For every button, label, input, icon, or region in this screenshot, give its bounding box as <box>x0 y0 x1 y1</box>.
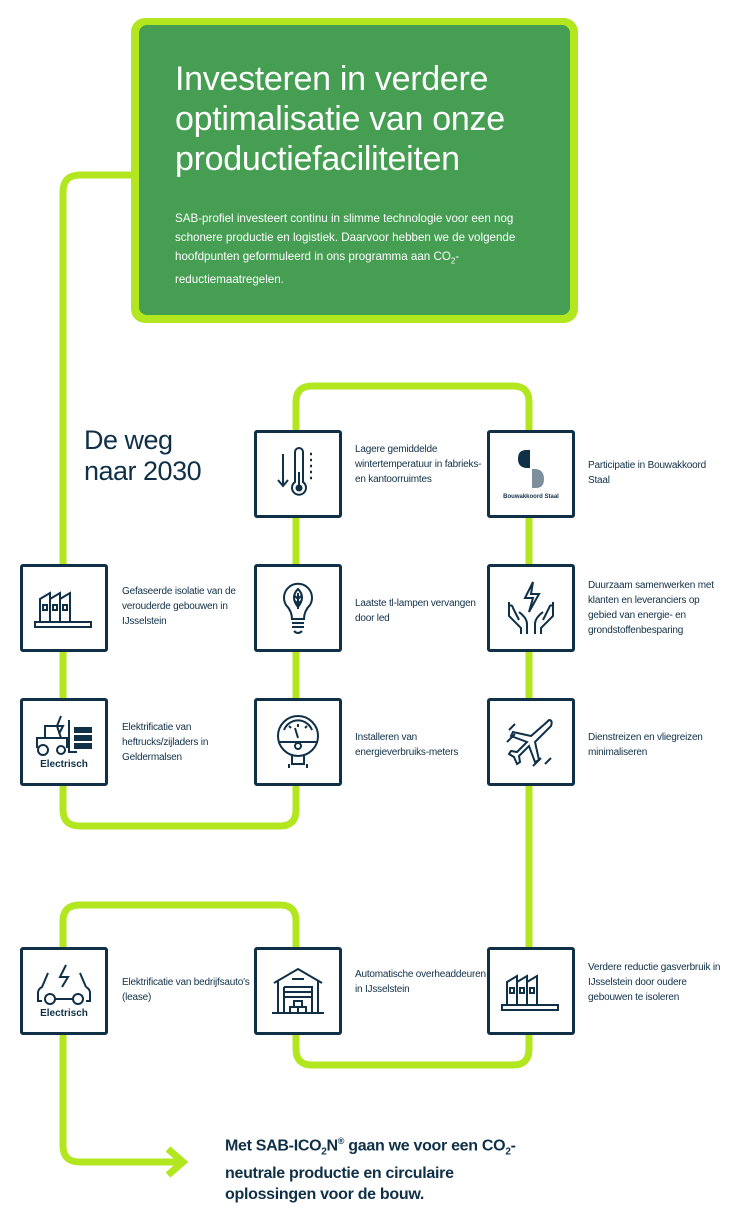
step-box-garage <box>254 947 342 1035</box>
bouwakkoord-staal-logo <box>518 450 544 488</box>
intro-sub: 2 <box>450 256 456 266</box>
step-box-thermometer <box>254 430 342 518</box>
electric-caption: Electrisch <box>40 759 88 770</box>
step-box-factory <box>20 564 108 652</box>
step-label: Dienstreizen en vliegreizen minimalisere… <box>588 732 703 758</box>
roadmap-title-line1: De weg <box>84 425 173 455</box>
step-label: Automatische overheaddeuren in IJsselste… <box>355 969 486 995</box>
step-label: Laatste tl-lampen vervangen door led <box>355 598 476 624</box>
footer-text-3: -neutrale productie en circulaire oploss… <box>225 1137 516 1203</box>
lightbulb-leaf-icon <box>283 582 313 634</box>
step-label: Elektrificatie van heftrucks/zijladers i… <box>122 722 209 763</box>
header-intro: SAB-profiel investeert continu in slimme… <box>175 209 545 289</box>
electric-caption: Electrisch <box>40 1008 88 1019</box>
registered-mark: ® <box>337 1136 345 1146</box>
footer-sub-2: 2 <box>505 1146 511 1158</box>
step-box-hands-energy <box>487 564 575 652</box>
step-box-lightbulb <box>254 564 342 652</box>
bouwakkoord-staal-logo-text: Bouwakkoord Staal <box>503 494 559 500</box>
thermometer-icon <box>277 447 312 496</box>
step-box-electric-car: Electrisch <box>20 947 108 1035</box>
forklift-electric-icon <box>36 715 92 756</box>
airplane-icon <box>506 718 553 767</box>
intro-text: SAB-profiel investeert continu in slimme… <box>175 212 516 263</box>
arrow-head-icon <box>165 1146 189 1178</box>
step-box-airplane <box>487 698 575 786</box>
step-label: Verdere reductie gasverbruik in IJsselst… <box>588 962 721 1003</box>
page-title: Investeren in verdere optimalisatie van … <box>175 60 505 178</box>
intro-co2: CO <box>433 250 451 263</box>
electric-car-icon <box>37 964 91 1005</box>
hands-energy-icon <box>508 581 554 634</box>
roadmap-title-line2: naar 2030 <box>84 456 202 486</box>
step-box-forklift: Electrisch <box>20 698 108 786</box>
step-label: Installeren van energieverbruiks-meters <box>355 732 459 758</box>
factory-icon <box>34 591 92 628</box>
step-label: Lagere gemiddelde wintertemperatuur in f… <box>355 444 482 485</box>
step-label: Participatie in Bouwakkoord Staal <box>588 460 706 486</box>
garage-door-icon <box>272 967 324 1014</box>
footer-sub-1: 2 <box>321 1146 327 1158</box>
footer-text-2: gaan we voor een <box>344 1137 482 1155</box>
intro-end: -reductiemaatregelen. <box>175 250 460 287</box>
footer-co2: CO <box>481 1137 506 1155</box>
factory-icon <box>501 974 559 1011</box>
header-panel: Investeren in verdere optimalisatie van … <box>139 25 570 315</box>
step-box-factory-2 <box>487 947 575 1035</box>
step-box-bouwakkoord: Bouwakkoord Staal <box>487 430 575 518</box>
footer-n: N <box>326 1137 339 1155</box>
step-label: Gefaseerde isolatie van de verouderde ge… <box>122 586 236 627</box>
closing-statement: Met SAB-ICO2N® gaan we voor een CO2-neut… <box>225 1131 545 1205</box>
step-label: Elektrificatie van bedrijfsauto's (lease… <box>122 977 250 1003</box>
footer-text-1: Met SAB-ICO <box>225 1137 322 1155</box>
step-label: Duurzaam samenwerken met klanten en leve… <box>588 580 714 636</box>
meter-gauge-icon <box>277 715 319 768</box>
step-box-meter <box>254 698 342 786</box>
